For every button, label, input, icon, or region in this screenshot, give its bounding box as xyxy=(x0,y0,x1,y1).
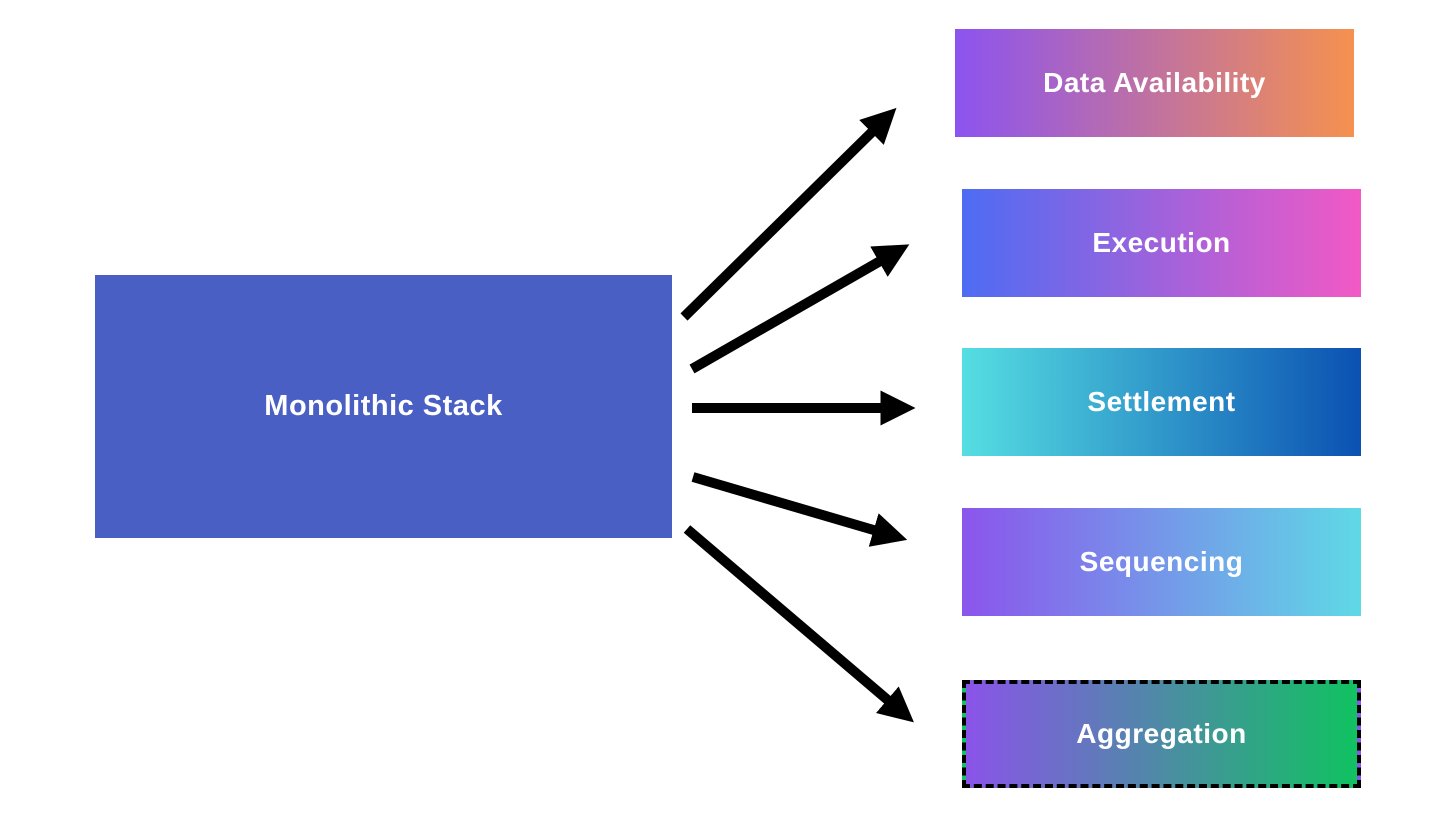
arrow-to-execution xyxy=(689,244,910,374)
target-box-settlement: Settlement xyxy=(962,348,1361,456)
target-label-settlement: Settlement xyxy=(1087,386,1236,417)
monolithic-stack-box: Monolithic Stack xyxy=(95,275,672,538)
target-label-sequencing: Sequencing xyxy=(1079,546,1244,577)
target-box-aggregation: Aggregation xyxy=(962,680,1361,788)
arrow-to-aggregation xyxy=(683,525,914,723)
target-label-aggregation: Aggregation xyxy=(1076,718,1247,749)
target-box-execution: Execution xyxy=(962,189,1361,297)
target-label-execution: Execution xyxy=(1092,227,1231,258)
target-box-data-availability: Data Availability xyxy=(955,29,1354,137)
arrow-to-data-availability xyxy=(680,107,897,321)
target-label-data-availability: Data Availability xyxy=(1043,67,1266,98)
monolithic-stack-label: Monolithic Stack xyxy=(264,390,503,422)
target-box-sequencing: Sequencing xyxy=(962,508,1361,616)
arrow-to-sequencing xyxy=(691,472,908,547)
